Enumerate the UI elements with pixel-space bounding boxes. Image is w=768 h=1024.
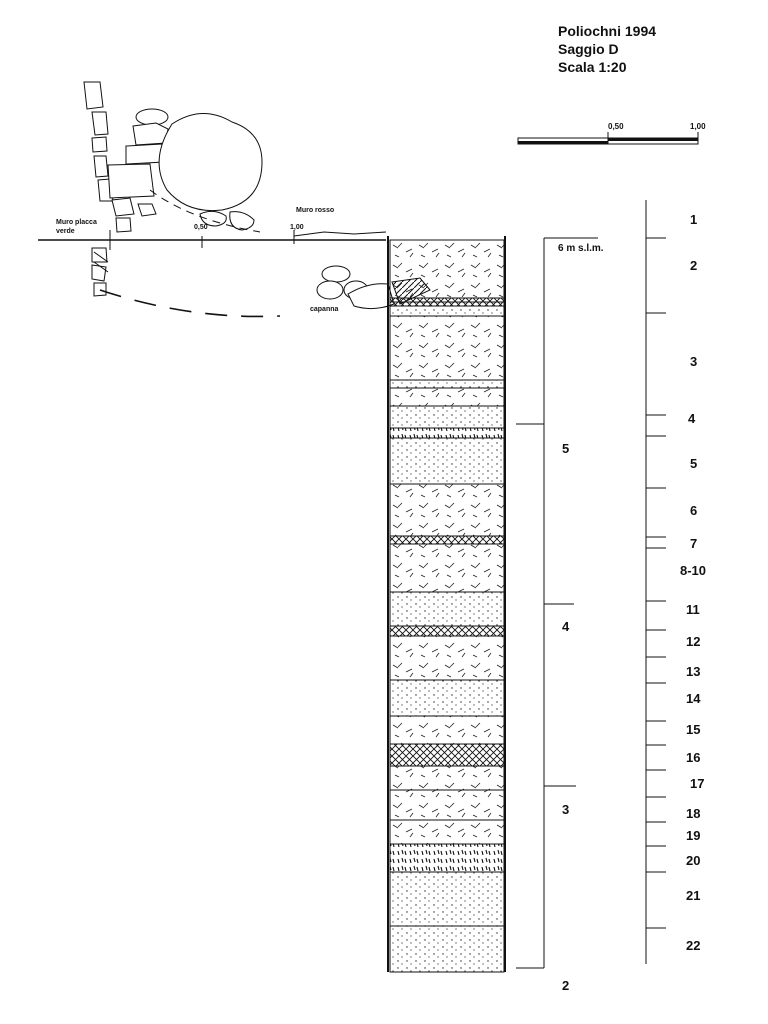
phase-label: 6 m s.l.m. — [558, 243, 604, 254]
plan-mark-050: 0,50 — [194, 224, 208, 231]
scale-bar-mid-label: 0,50 — [608, 122, 624, 131]
layer-label: 17 — [690, 776, 705, 791]
phase-label: 4 — [562, 619, 570, 634]
phase-axis — [516, 237, 598, 969]
label-muro-verde: verde — [56, 228, 75, 235]
layer-label: 22 — [686, 938, 701, 953]
layer-label: 11 — [686, 602, 700, 617]
wall-stones — [83, 81, 431, 310]
layer-label: 12 — [686, 634, 701, 649]
layer-label: 7 — [690, 536, 698, 551]
page-subtitle: Saggio D — [558, 41, 619, 57]
layer-label: 2 — [690, 258, 698, 273]
label-muro-placca: Muro placca — [56, 219, 97, 226]
layer-label: 21 — [686, 888, 701, 903]
scale-bar — [517, 132, 699, 145]
scale-bar-end-label: 1,00 — [690, 122, 706, 131]
layer-label: 19 — [686, 828, 701, 843]
plan-lines — [38, 189, 387, 318]
layer-label: 6 — [690, 503, 698, 518]
label-capanna: capanna — [310, 306, 339, 313]
scale-text: Scala 1:20 — [558, 59, 627, 75]
layer-label: 4 — [688, 411, 696, 426]
layer-label: 20 — [686, 853, 701, 868]
phase-label: 5 — [562, 441, 570, 456]
layer-label: 3 — [690, 354, 698, 369]
layer-label: 14 — [686, 691, 701, 706]
layer-label: 18 — [686, 806, 701, 821]
layer-label: 13 — [686, 664, 701, 679]
layer-label: 15 — [686, 722, 701, 737]
layer-label: 1 — [690, 212, 698, 227]
plan-mark-100: 1,00 — [290, 224, 304, 231]
phase-label: 3 — [562, 802, 570, 817]
page-title: Poliochni 1994 — [558, 23, 657, 39]
layer-label: 5 — [690, 456, 698, 471]
layer-axis — [645, 200, 666, 964]
layer-label: 16 — [686, 750, 701, 765]
section-column — [387, 236, 506, 973]
phase-label: 2 — [562, 978, 570, 993]
label-muro-rosso: Muro rosso — [296, 207, 335, 214]
layer-label: 8-10 — [680, 563, 707, 578]
